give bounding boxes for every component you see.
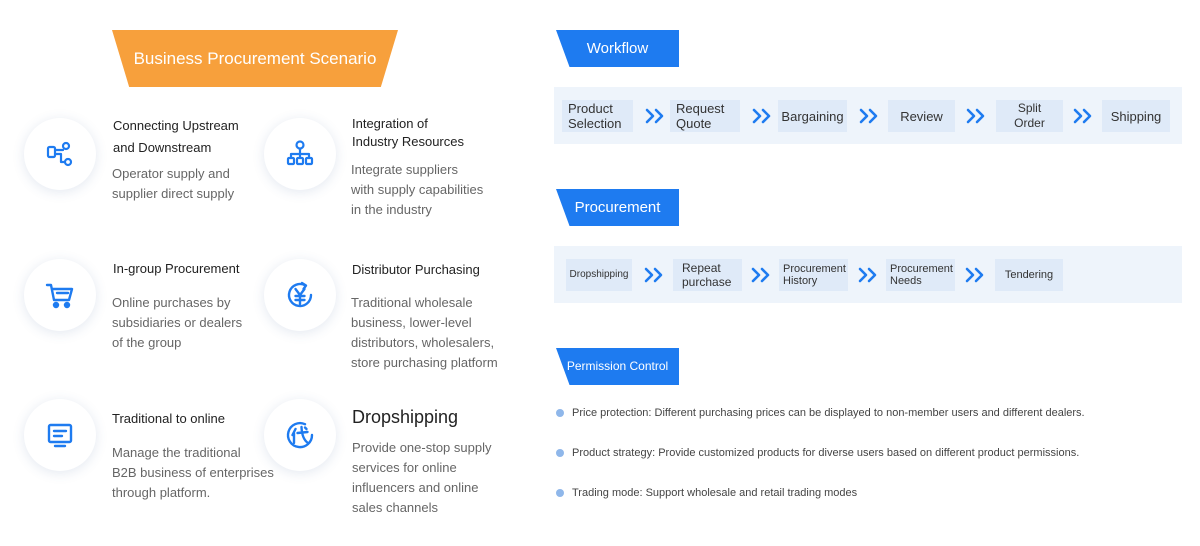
workflow-step: Request Quote	[670, 100, 740, 132]
chevron-right-icon	[965, 267, 984, 283]
shopping-cart-icon	[24, 259, 96, 331]
bullet-text: Product strategy: Provide customized pro…	[572, 447, 1080, 459]
bullet-item: Trading mode: Support wholesale and reta…	[556, 485, 857, 501]
item-title-ingroup: In-group Procurement	[113, 261, 240, 276]
item-desc-dropshipping: Provide one-stop supply services for onl…	[352, 440, 492, 515]
workflow-label: Workflow	[586, 40, 649, 57]
item-title-upstream: Connecting Upstream and Downstream	[113, 118, 239, 155]
monitor-icon	[24, 399, 96, 471]
item-title-distributor: Distributor Purchasing	[352, 262, 480, 277]
bullet-dot-icon	[556, 409, 564, 417]
item-desc-integration: Integrate suppliers with supply capabili…	[351, 162, 484, 217]
permission-tag: Permission Control	[556, 348, 679, 385]
item-desc-distributor: Traditional wholesale business, lower-le…	[351, 295, 498, 370]
workflow-step: Shipping	[1102, 100, 1170, 132]
bullet-item: Price protection: Different purchasing p…	[556, 405, 1085, 421]
bullet-text: Trading mode: Support wholesale and reta…	[572, 487, 858, 499]
bullet-dot-icon	[556, 449, 564, 457]
chevron-right-icon	[645, 108, 664, 124]
item-title-traditional: Traditional to online	[112, 411, 225, 426]
procurement-step: Procurement History	[779, 259, 848, 291]
chevron-right-icon	[859, 108, 878, 124]
chevron-right-icon	[644, 267, 663, 283]
procurement-label: Procurement	[574, 199, 661, 216]
upstream-downstream-icon	[24, 118, 96, 190]
scenario-title: Business Procurement Scenario	[133, 49, 377, 68]
procurement-step: Dropshipping	[566, 259, 632, 291]
item-desc-ingroup: Online purchases by subsidiaries or deal…	[112, 295, 243, 350]
procurement-step: Procurement Needs	[886, 259, 955, 291]
item-title-dropshipping: Dropshipping	[352, 407, 459, 427]
item-desc-traditional: Manage the traditional B2B business of e…	[112, 445, 274, 500]
org-structure-icon	[264, 118, 336, 190]
bullet-item: Product strategy: Provide customized pro…	[556, 445, 1079, 461]
workflow-step: Split Order	[996, 100, 1063, 132]
workflow-step: Bargaining	[778, 100, 847, 132]
workflow-row: Product Selection Request Quote Bargaini…	[554, 87, 1182, 144]
chevron-right-icon	[858, 267, 877, 283]
item-title-integration: Integration of Industry Resources	[352, 116, 464, 149]
permission-label: Permission Control	[566, 359, 669, 373]
workflow-step: Product Selection	[562, 100, 633, 132]
procurement-step: Tendering	[995, 259, 1063, 291]
procurement-row: Dropshipping Repeat purchase Procurement…	[554, 246, 1182, 303]
procurement-step: Repeat purchase	[673, 259, 742, 291]
chevron-right-icon	[966, 108, 985, 124]
dai-character-icon	[264, 399, 336, 471]
item-desc-upstream: Operator supply and supplier direct supp…	[112, 166, 235, 201]
bullet-dot-icon	[556, 489, 564, 497]
scenario-banner: Business Procurement Scenario	[112, 30, 398, 87]
workflow-step: Review	[888, 100, 955, 132]
chevron-right-icon	[1073, 108, 1092, 124]
chevron-right-icon	[752, 108, 771, 124]
chevron-right-icon	[751, 267, 770, 283]
yen-cycle-icon	[264, 259, 336, 331]
procurement-tag: Procurement	[556, 189, 679, 226]
workflow-tag: Workflow	[556, 30, 679, 67]
bullet-text: Price protection: Different purchasing p…	[572, 407, 1085, 419]
